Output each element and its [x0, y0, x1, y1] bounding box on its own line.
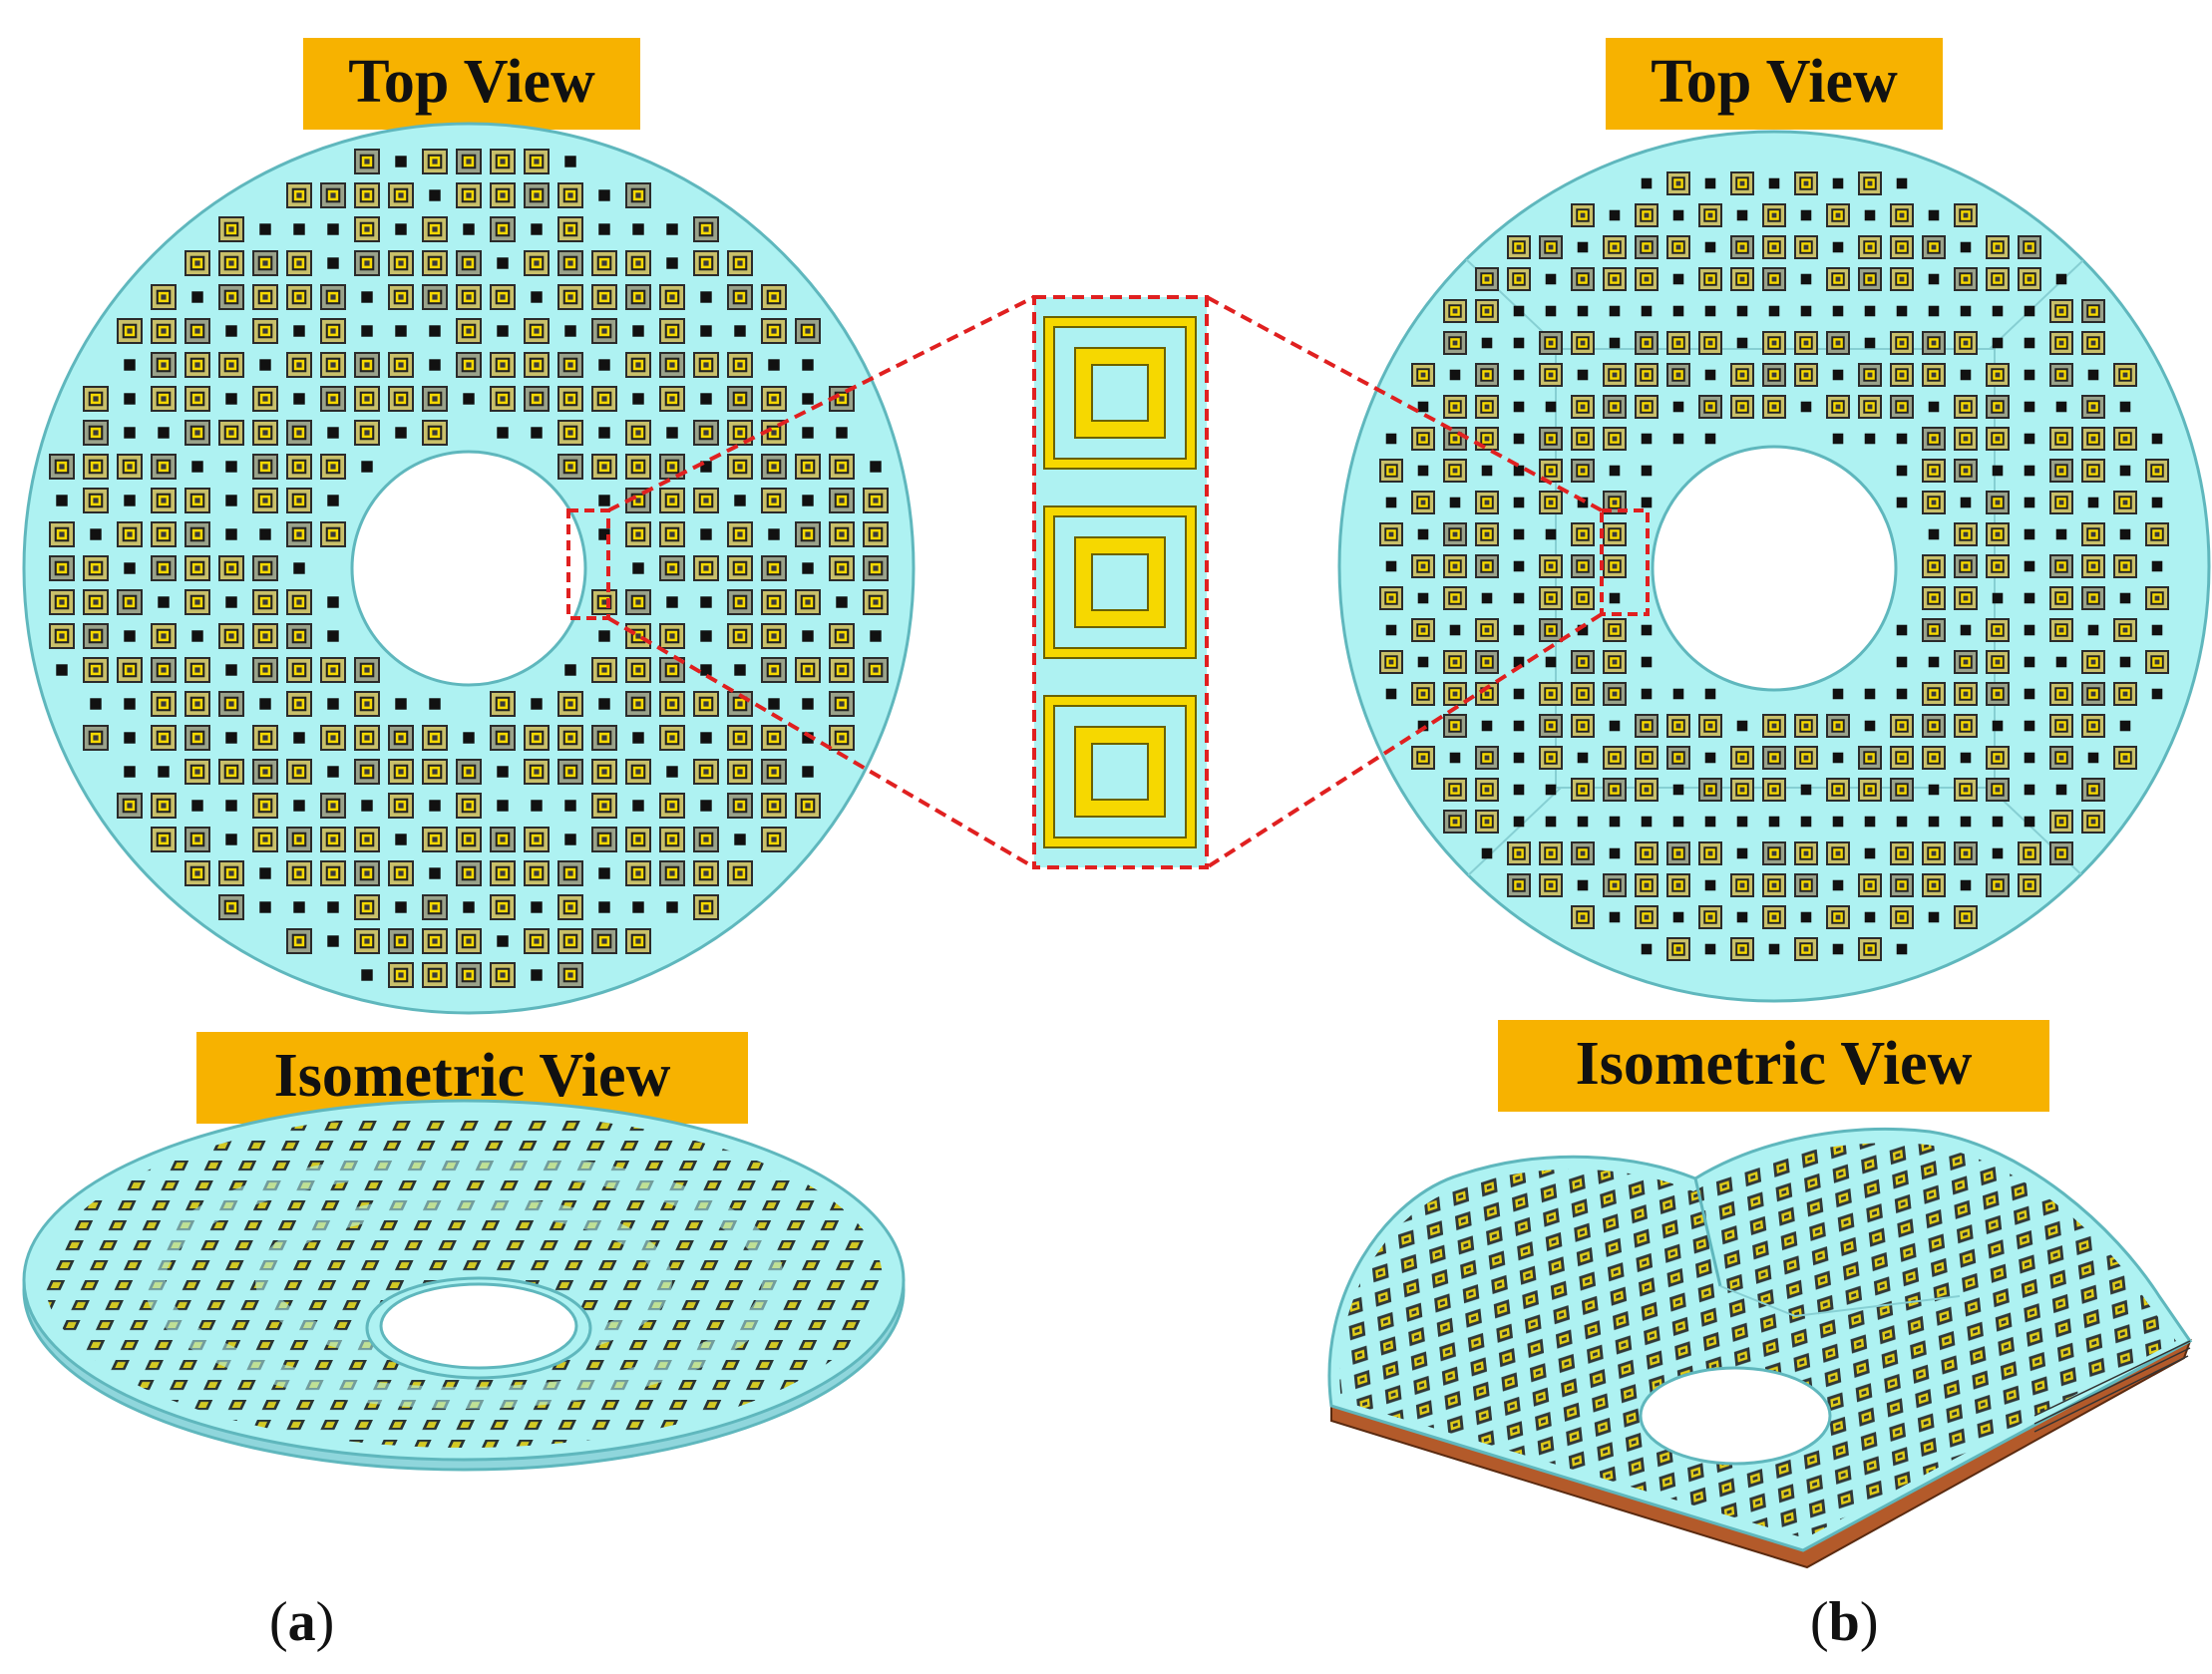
top-view-label-a: Top View [303, 38, 640, 130]
fss-top-view-b [1337, 130, 2211, 1003]
center-hole-b [1651, 445, 1898, 692]
center-hole-a [350, 450, 587, 687]
fss-isometric-view-a [22, 1099, 906, 1472]
zoom-box-a [566, 508, 610, 620]
zoomed-unit-cells [1032, 295, 1209, 869]
fss-isometric-view-b [1327, 1127, 2193, 1569]
center-hole-iso-b [1639, 1366, 1832, 1466]
caption-b: (b) [1810, 1591, 1879, 1653]
fss-top-view-a [22, 122, 916, 1015]
caption-a-letter: a [287, 1591, 316, 1653]
center-hole-iso-a [379, 1282, 578, 1370]
isometric-view-label-b: Isometric View [1498, 1020, 2049, 1112]
caption-b-letter: b [1828, 1591, 1860, 1653]
caption-a: (a) [269, 1591, 335, 1653]
zoom-connectors [606, 295, 1604, 869]
zoom-box-b [1600, 508, 1650, 616]
top-view-label-b: Top View [1606, 38, 1943, 130]
